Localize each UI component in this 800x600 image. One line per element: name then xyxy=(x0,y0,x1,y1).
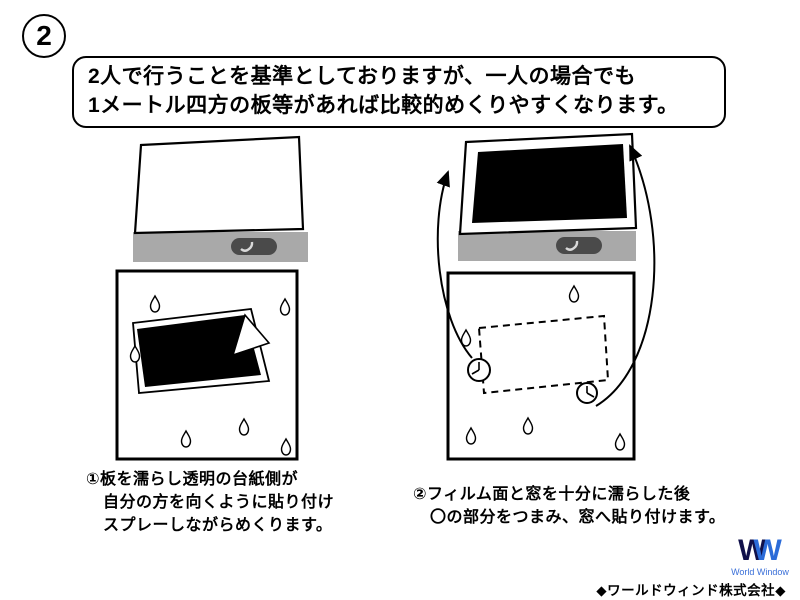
backing-sheet xyxy=(133,135,305,235)
board-outline xyxy=(446,271,636,461)
step-number-badge: 2 xyxy=(22,14,66,58)
logo-w-blue: W xyxy=(753,534,782,567)
caption-step2-line1: ②フィルム面と窓を十分に濡らした後 xyxy=(413,486,691,503)
figure-apply-film xyxy=(436,132,656,461)
logo-caption: World Window xyxy=(731,567,789,577)
spray-bottle-icon xyxy=(556,237,602,254)
bubble-line-1: 2人で行うことを基準としておりますが、一人の場合でも xyxy=(88,65,636,88)
logo-w-dark: W xyxy=(738,534,767,567)
holder-bar xyxy=(458,231,636,261)
company-name: ◆ワールドウィンド株式会社◆ xyxy=(596,583,786,598)
figure-peel-film xyxy=(115,135,308,461)
fold-corner xyxy=(231,313,271,357)
caption-step1-line3: スプレーしながらめくります。 xyxy=(103,517,333,534)
caption-step1-line2: 自分の方を向くように貼り付け xyxy=(103,494,335,511)
film-black xyxy=(137,315,261,387)
holder-bar xyxy=(133,232,308,262)
applied-film xyxy=(472,144,627,223)
caption-step1-line1: ①板を濡らし透明の台紙側が xyxy=(86,471,299,488)
caption-step2-line2: 〇の部分をつまみ、窓へ貼り付けます。 xyxy=(430,509,726,526)
spray-bottle-icon xyxy=(231,238,277,255)
step-number: 2 xyxy=(36,20,52,51)
caption-step-1: ①板を濡らし透明の台紙側が 自分の方を向くように貼り付け スプレーしながらめくり… xyxy=(86,468,334,537)
pinch-circle-left xyxy=(467,358,491,382)
instruction-bubble: 2人で行うことを基準としておりますが、一人の場合でも 1メートル四方の板等があれ… xyxy=(72,56,726,128)
arrow-left xyxy=(436,170,473,359)
arrow-right xyxy=(595,144,656,407)
pinch-circle-right xyxy=(576,382,598,404)
bubble-line-2: 1メートル四方の板等があれば比較的めくりやすくなります。 xyxy=(88,94,679,117)
world-window-logo: WW World Window xyxy=(724,536,796,577)
caption-step-2: ②フィルム面と窓を十分に濡らした後 〇の部分をつまみ、窓へ貼り付けます。 xyxy=(413,483,725,529)
